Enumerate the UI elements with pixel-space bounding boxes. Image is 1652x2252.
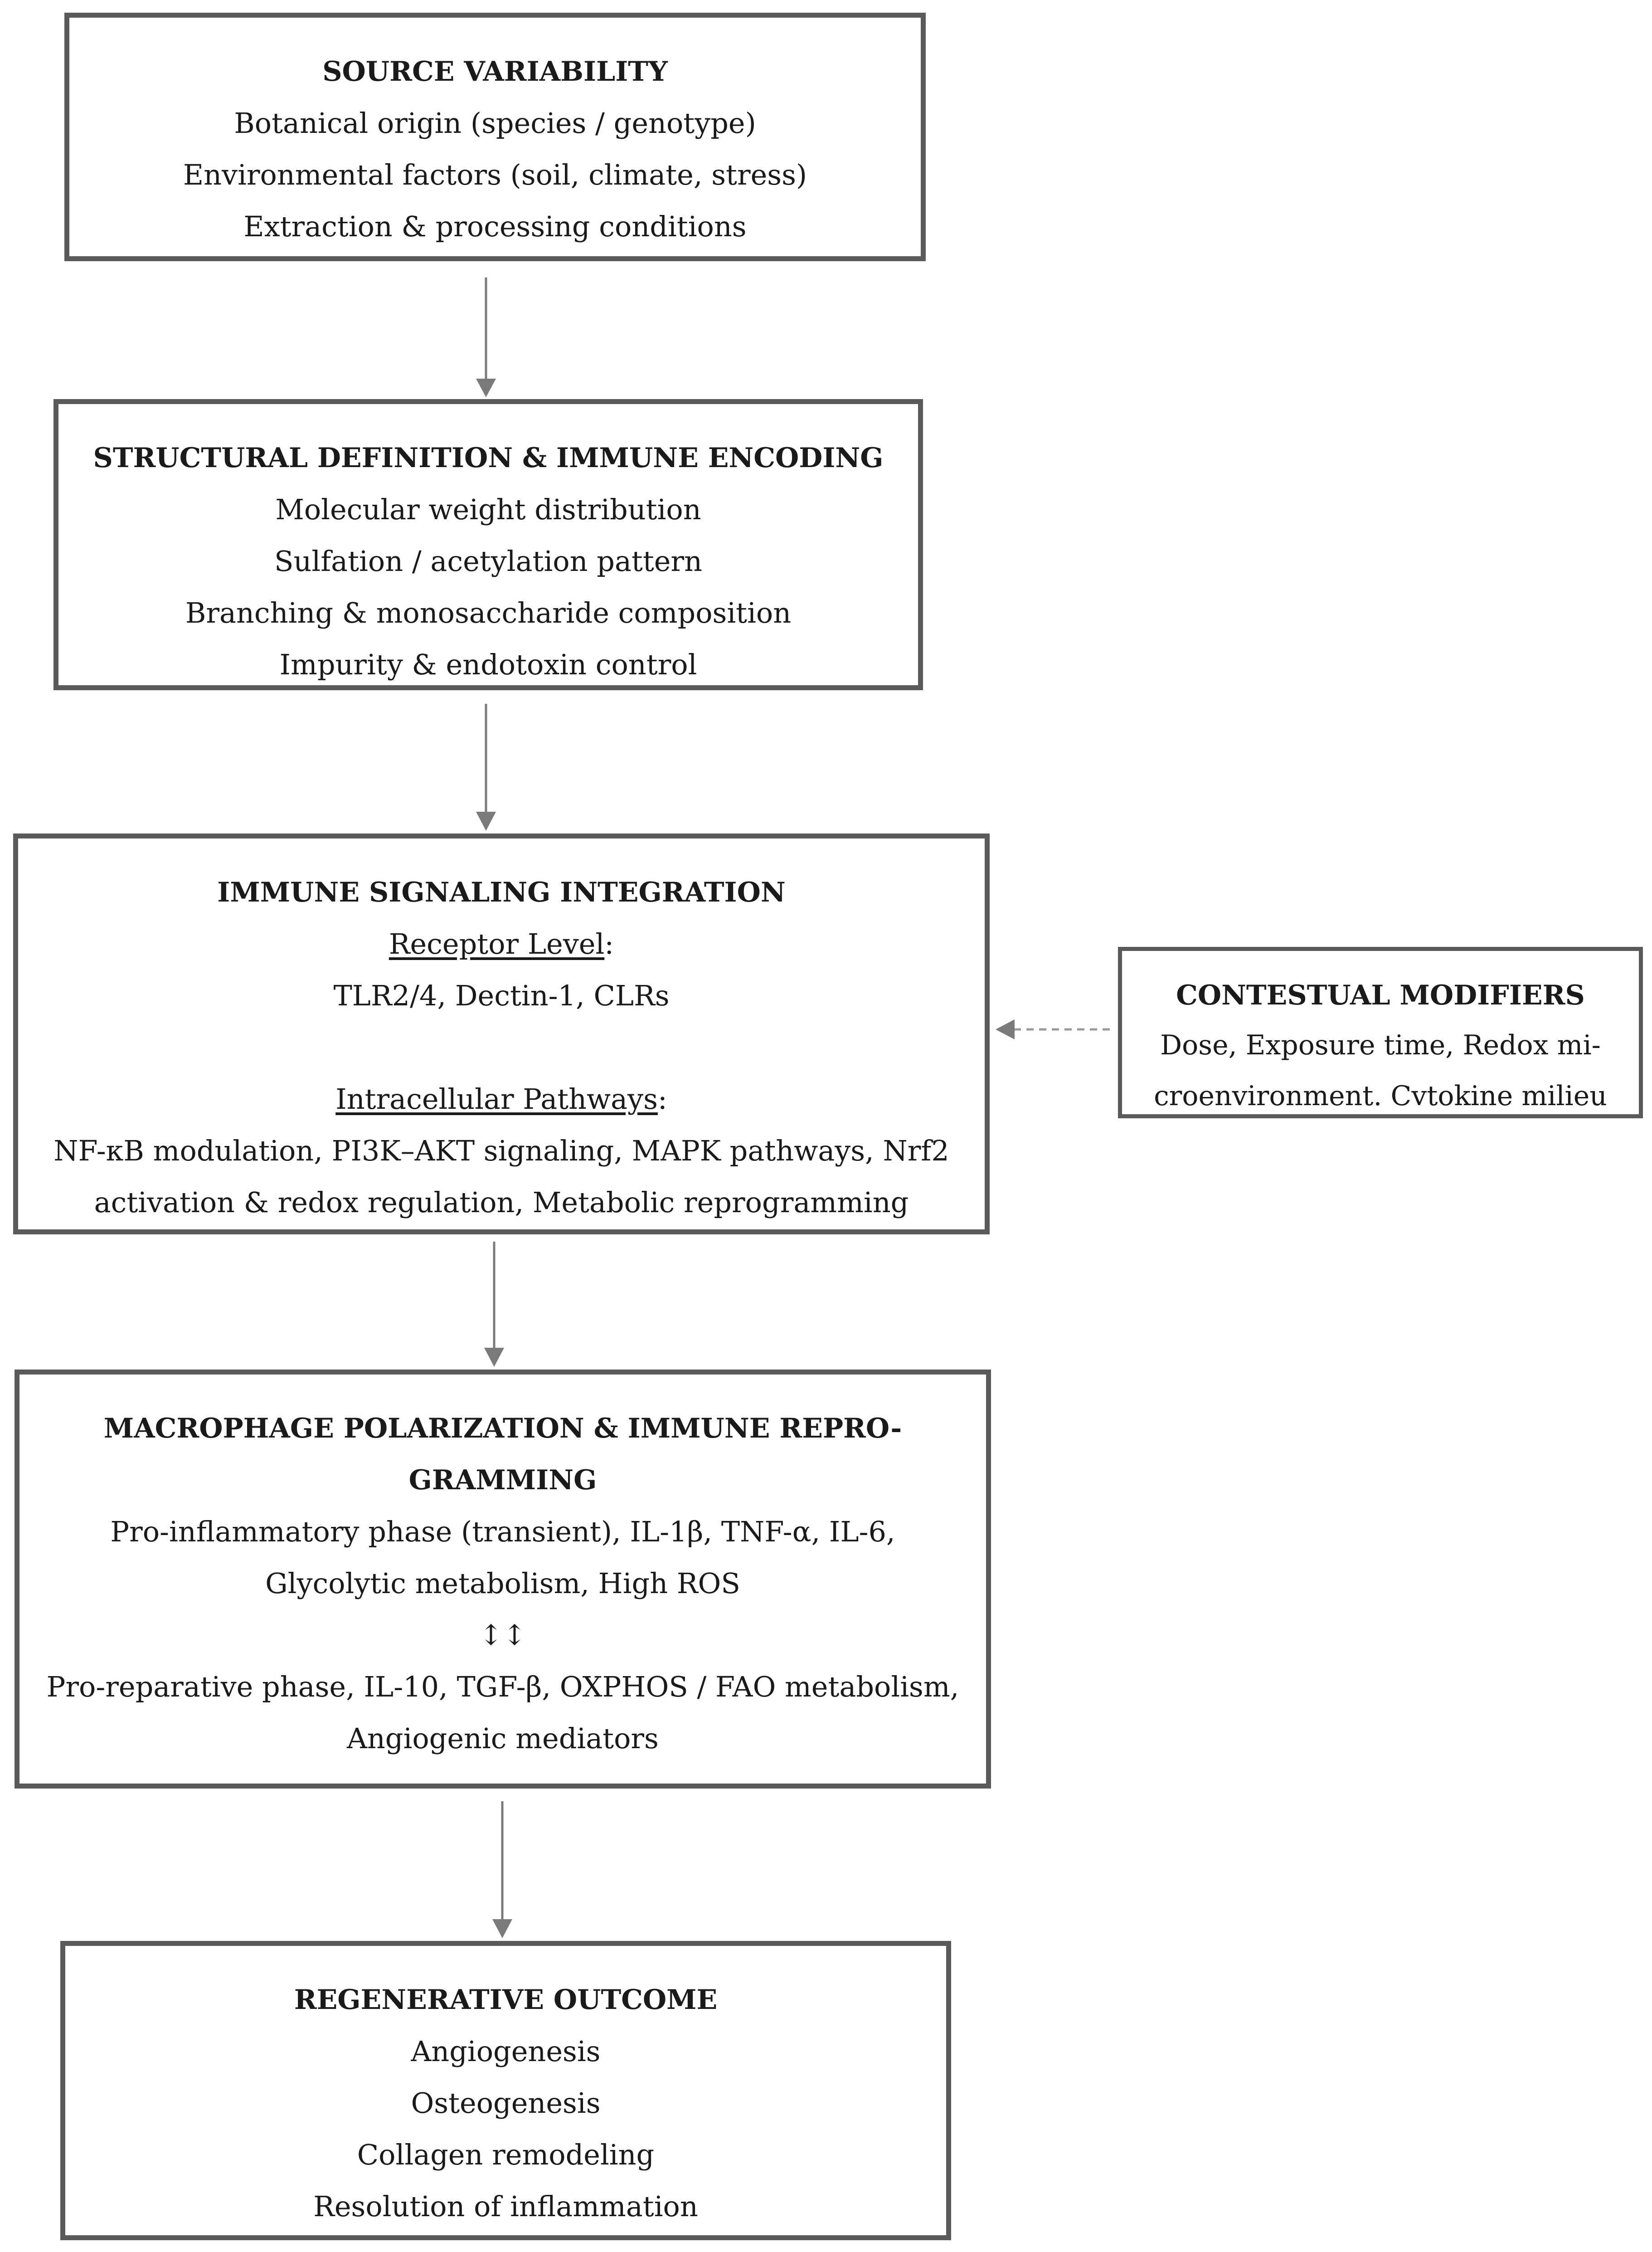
structural-line: Molecular weight distribution xyxy=(275,493,701,526)
contextual-modifiers-title: CONTESTUAL MODIFIERS xyxy=(1176,980,1585,1011)
structural-line: Branching & monosaccharide composition xyxy=(185,596,792,629)
structural-definition-box: STRUCTURAL DEFINITION & IMMUNE ENCODING … xyxy=(53,399,923,690)
arrow-macrophage-to-outcome xyxy=(492,1801,512,1938)
immune-signaling-title: IMMUNE SIGNALING INTEGRATION xyxy=(217,877,786,908)
switch-arrows-icon: ↕↕ xyxy=(479,1618,526,1652)
outcome-line: Resolution of inflammation xyxy=(313,2190,698,2223)
arrow-signaling-to-macrophage xyxy=(484,1242,504,1367)
pro-reparative-text: Pro-reparative phase, IL-10, TGF-β, OXPH… xyxy=(46,1670,959,1755)
structural-line: Sulfation / acetylation pattern xyxy=(274,545,703,578)
modifiers-text: Dose, Exposure time, Redox mi-croenviron… xyxy=(1154,1029,1607,1112)
outcome-line: Angiogenesis xyxy=(411,2035,601,2068)
receptor-heading-colon: : xyxy=(604,927,614,960)
pathways-heading-colon: : xyxy=(657,1082,667,1116)
arrow-structural-to-signaling xyxy=(476,704,496,831)
arrow-source-to-structural xyxy=(476,278,496,397)
source-variability-box: SOURCE VARIABILITY Botanical origin (spe… xyxy=(64,13,926,261)
pathways-text: NF-κB modulation, PI3K–AKT signaling, MA… xyxy=(53,1134,949,1219)
macrophage-polarization-title: MACROPHAGE POLARIZATION & IMMUNE REPRO-G… xyxy=(103,1413,902,1496)
outcome-line: Collagen remodeling xyxy=(357,2138,655,2171)
source-variability-title: SOURCE VARIABILITY xyxy=(322,56,668,88)
source-line: Environmental factors (soil, climate, st… xyxy=(183,158,807,191)
structural-line: Impurity & endotoxin control xyxy=(279,648,697,681)
arrow-modifiers-to-signaling xyxy=(996,1019,1110,1039)
structural-definition-title: STRUCTURAL DEFINITION & IMMUNE ENCODING xyxy=(93,442,884,474)
source-line: Botanical origin (species / genotype) xyxy=(234,107,756,140)
regenerative-outcome-box: REGENERATIVE OUTCOME Angiogenesis Osteog… xyxy=(60,1941,951,2240)
immune-signaling-box: IMMUNE SIGNALING INTEGRATION Receptor Le… xyxy=(13,834,990,1234)
source-line: Extraction & processing conditions xyxy=(243,210,747,243)
receptor-text: TLR2/4, Dectin-1, CLRs xyxy=(333,979,670,1012)
contextual-modifiers-box: CONTESTUAL MODIFIERS Dose, Exposure time… xyxy=(1118,947,1643,1118)
pathways-heading-row: Intracellular Pathways: xyxy=(18,1073,985,1125)
receptor-heading-row: Receptor Level: xyxy=(18,918,985,970)
regenerative-outcome-title: REGENERATIVE OUTCOME xyxy=(294,1984,718,2016)
intracellular-pathways-heading: Intracellular Pathways xyxy=(335,1082,658,1116)
receptor-level-heading: Receptor Level xyxy=(389,927,605,960)
macrophage-polarization-box: MACROPHAGE POLARIZATION & IMMUNE REPRO-G… xyxy=(15,1370,991,1789)
outcome-line: Osteogenesis xyxy=(411,2086,601,2120)
pro-inflammatory-text: Pro-inflammatory phase (transient), IL-1… xyxy=(110,1515,895,1600)
